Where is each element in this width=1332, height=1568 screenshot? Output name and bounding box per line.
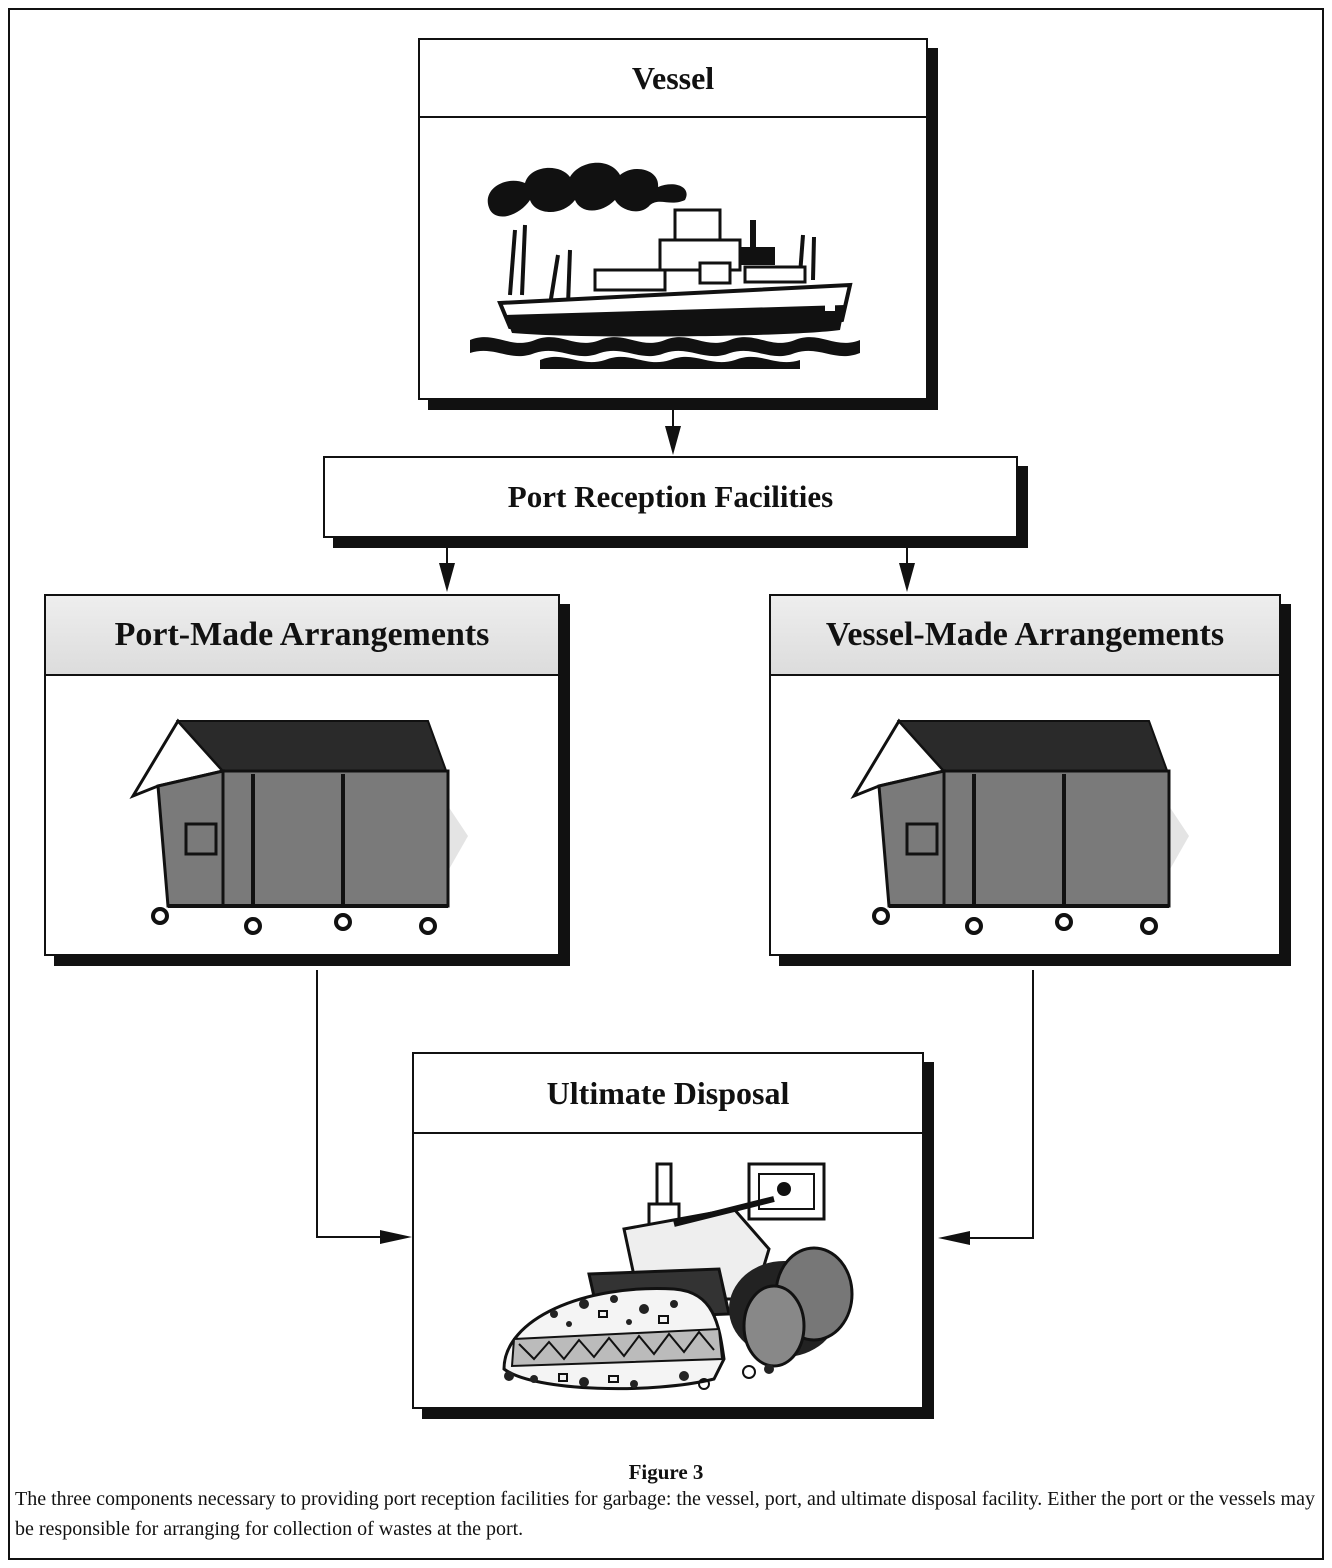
cargo-ship-icon <box>470 162 860 369</box>
dumpster-icon <box>129 718 468 935</box>
edge-port-made-to-ultimate <box>316 970 412 1244</box>
figure-caption: The three components necessary to provid… <box>15 1488 1315 1540</box>
bulldozer-landfill-icon <box>502 1162 854 1391</box>
port-made-node: Port-Made Arrangements <box>44 594 560 956</box>
figure-frame <box>8 8 1324 1560</box>
edge-port-reception-to-port-made <box>439 547 455 592</box>
vessel-made-node: Vessel-Made Arrangements <box>769 594 1281 956</box>
dumpster-icon <box>850 718 1189 935</box>
port-reception-title: Port Reception Facilities <box>507 479 834 514</box>
vessel-node: Vessel <box>418 38 928 400</box>
vessel-made-title: Vessel-Made Arrangements <box>771 596 1279 676</box>
port-reception-node: Port Reception Facilities <box>323 456 1018 538</box>
ultimate-disposal-node: Ultimate Disposal <box>412 1052 924 1409</box>
edge-vessel-to-port-reception <box>665 400 681 455</box>
edge-port-reception-to-vessel-made <box>899 547 915 592</box>
vessel-title: Vessel <box>420 40 926 118</box>
ultimate-disposal-title: Ultimate Disposal <box>414 1054 922 1134</box>
port-made-title: Port-Made Arrangements <box>46 596 558 676</box>
edge-vessel-made-to-ultimate <box>938 970 1034 1245</box>
figure-label: Figure 3 <box>628 1460 704 1484</box>
